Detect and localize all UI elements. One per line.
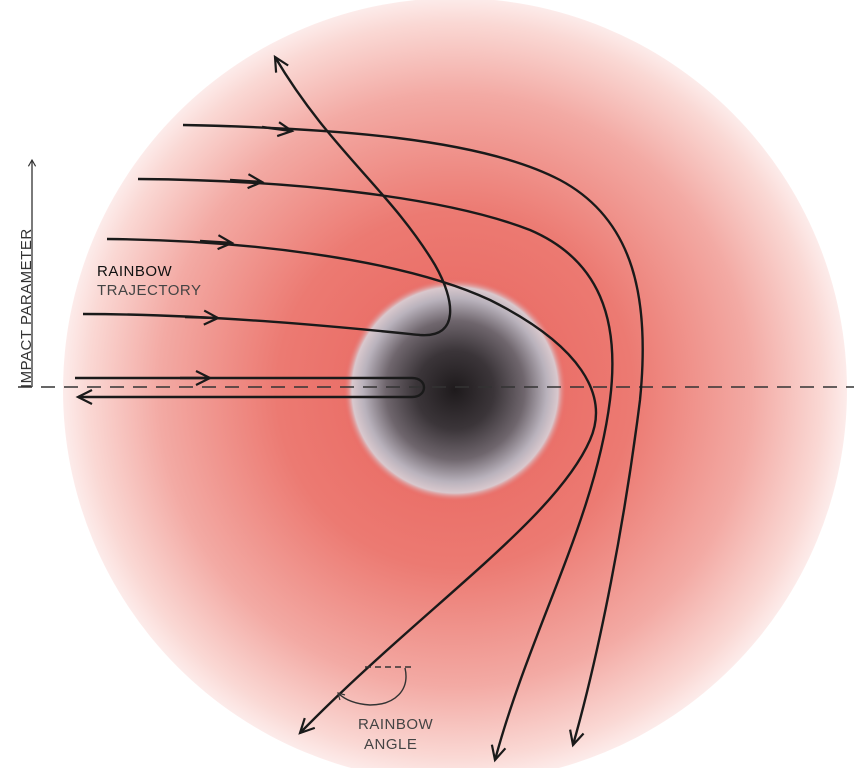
rainbow-angle-label-line1: RAINBOW xyxy=(358,716,433,734)
nucleus-core xyxy=(343,278,567,502)
rainbow-angle-label-line2: ANGLE xyxy=(364,736,417,754)
rainbow-trajectory-label-line1: RAINBOW xyxy=(97,263,172,281)
rainbow-trajectory-label-line2: TRAJECTORY xyxy=(97,282,201,300)
impact-parameter-label: IMPACT PARAMETER xyxy=(18,228,35,388)
